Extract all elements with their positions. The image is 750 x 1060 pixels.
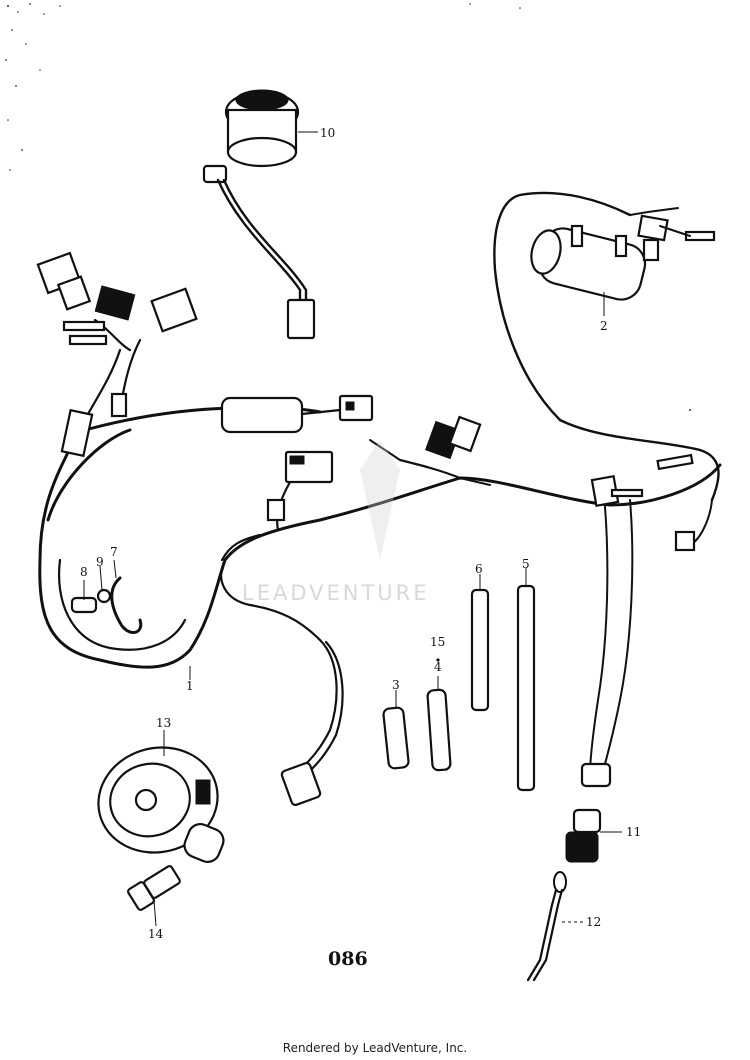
main-wiring-harness xyxy=(38,191,722,777)
horn xyxy=(97,746,225,863)
left-connector-cluster xyxy=(36,251,198,458)
callout-2: 2 xyxy=(600,319,608,333)
callout-3: 3 xyxy=(392,678,400,692)
callout-4: 4 xyxy=(434,660,442,674)
callout-6: 6 xyxy=(475,562,483,576)
leader-lines xyxy=(83,131,622,927)
footer-credit: Rendered by LeadVenture, Inc. xyxy=(282,1041,468,1055)
bolt xyxy=(127,865,181,911)
scan-speckles xyxy=(5,3,691,411)
callout-14: 14 xyxy=(148,927,164,941)
figure-number: 086 xyxy=(328,948,368,970)
center-connector-cluster xyxy=(266,415,491,532)
callout-1: 1 xyxy=(186,679,194,693)
cable-bands xyxy=(382,584,536,792)
watermark-text: LEADVENTURE xyxy=(242,581,430,605)
harness-sleeve-connector xyxy=(220,394,374,434)
stop-switch xyxy=(565,762,612,863)
callout-12: 12 xyxy=(586,915,601,929)
relay-unit xyxy=(530,207,716,301)
clamp-screw-washer xyxy=(70,576,143,635)
callouts: 10 2 1 3 4 15 5 6 7 8 9 11 12 13 14 xyxy=(80,126,641,941)
callout-dot xyxy=(436,658,440,662)
callout-7: 7 xyxy=(110,545,118,559)
callout-8: 8 xyxy=(80,565,88,579)
ignition-switch xyxy=(202,89,316,340)
callout-10: 10 xyxy=(320,126,335,140)
watermark: LEADVENTURE xyxy=(242,440,430,605)
callout-15: 15 xyxy=(430,635,445,649)
callout-11: 11 xyxy=(626,825,641,839)
right-harness-clips xyxy=(590,453,696,552)
callout-5: 5 xyxy=(522,557,530,571)
spring xyxy=(526,871,567,982)
callout-13: 13 xyxy=(156,716,171,730)
callout-9: 9 xyxy=(96,555,104,569)
bottom-branch-connector xyxy=(280,761,322,807)
